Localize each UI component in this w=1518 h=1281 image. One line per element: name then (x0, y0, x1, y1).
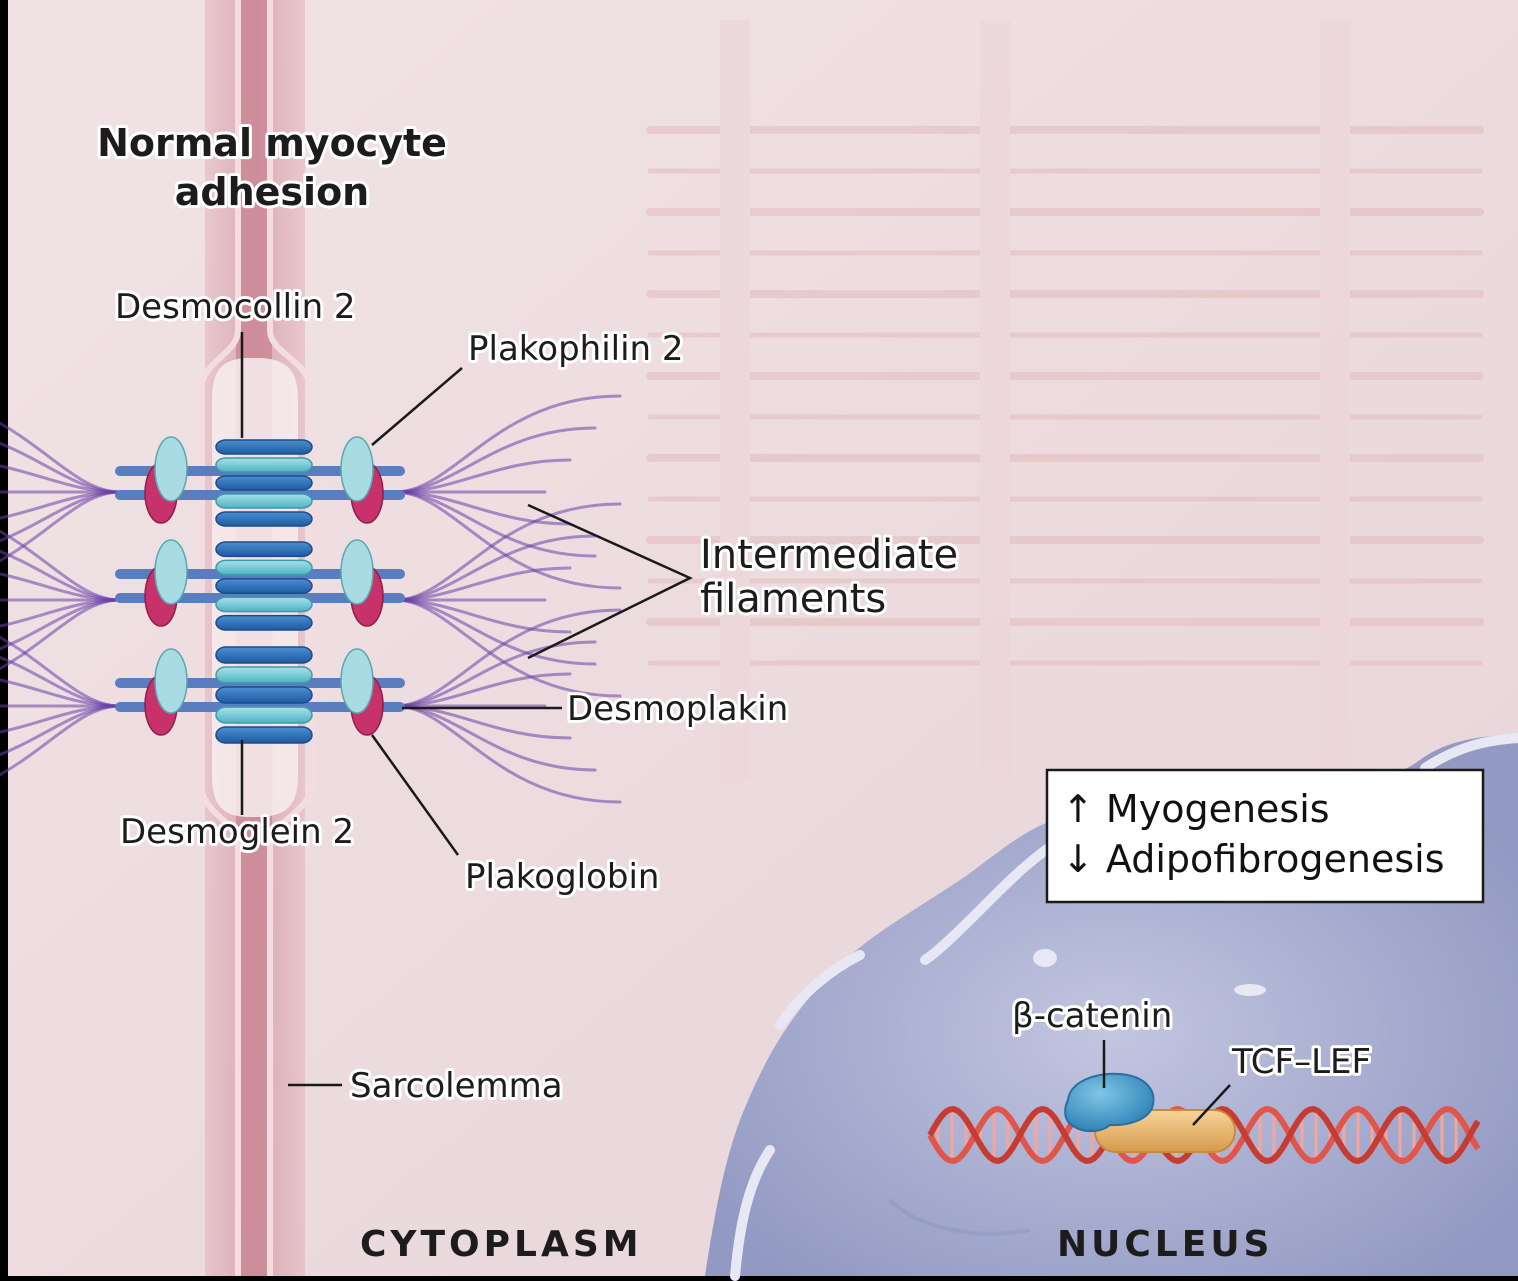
desmoglein-segment (216, 476, 312, 490)
outcome-adipofibrogenesis: ↓ Adipofibrogenesis (1062, 837, 1445, 881)
label-desmoplakin: Desmoplakin (567, 689, 788, 729)
desmoglein-segment (216, 687, 312, 703)
desmocollin-segment (216, 597, 312, 611)
label-intermediate-filaments-line2: filaments (700, 576, 886, 622)
plakophilin-protein (341, 437, 373, 501)
region-cytoplasm: CYTOPLASM (360, 1224, 643, 1265)
region-nucleus: NUCLEUS (1057, 1224, 1273, 1265)
desmoglein-segment (216, 579, 312, 593)
desmocollin-segment (216, 458, 312, 472)
label-desmoglein: Desmoglein 2 (120, 812, 354, 852)
desmoglein-segment (216, 647, 312, 663)
desmoglein-segment (216, 512, 312, 526)
desmocollin-segment (216, 494, 312, 508)
label-intermediate-filaments-line1: Intermediate (700, 532, 958, 578)
diagram-title-line1: Normal myocyte (97, 121, 447, 165)
desmocollin-segment (216, 560, 312, 574)
label-desmocollin: Desmocollin 2 (115, 287, 356, 327)
desmosome-complex (115, 437, 405, 743)
plakophilin-protein (341, 649, 373, 713)
label-plakophilin: Plakophilin 2 (468, 329, 684, 369)
diagram-title-line2: adhesion (175, 170, 369, 214)
plakophilin-protein (155, 649, 187, 713)
desmocollin-segment (216, 667, 312, 683)
outcome-myogenesis: ↑ Myogenesis (1062, 787, 1330, 831)
desmoglein-segment (216, 440, 312, 454)
outcome-box: ↑ Myogenesis ↓ Adipofibrogenesis (1047, 770, 1483, 902)
label-tcf-lef: TCF–LEF (1231, 1042, 1371, 1082)
desmocollin-segment (216, 707, 312, 723)
label-plakoglobin: Plakoglobin (465, 857, 659, 897)
plakophilin-protein (155, 540, 187, 604)
desmoglein-segment (216, 727, 312, 743)
label-sarcolemma: Sarcolemma (350, 1066, 563, 1106)
desmoglein-segment (216, 616, 312, 630)
bottom-border (0, 1276, 1518, 1281)
label-beta-catenin: β-catenin (1012, 996, 1172, 1036)
plakophilin-protein (341, 540, 373, 604)
plakophilin-protein (155, 437, 187, 501)
z-band (720, 20, 750, 780)
z-band (1320, 20, 1350, 780)
z-band (980, 20, 1010, 780)
desmoglein-segment (216, 542, 312, 556)
